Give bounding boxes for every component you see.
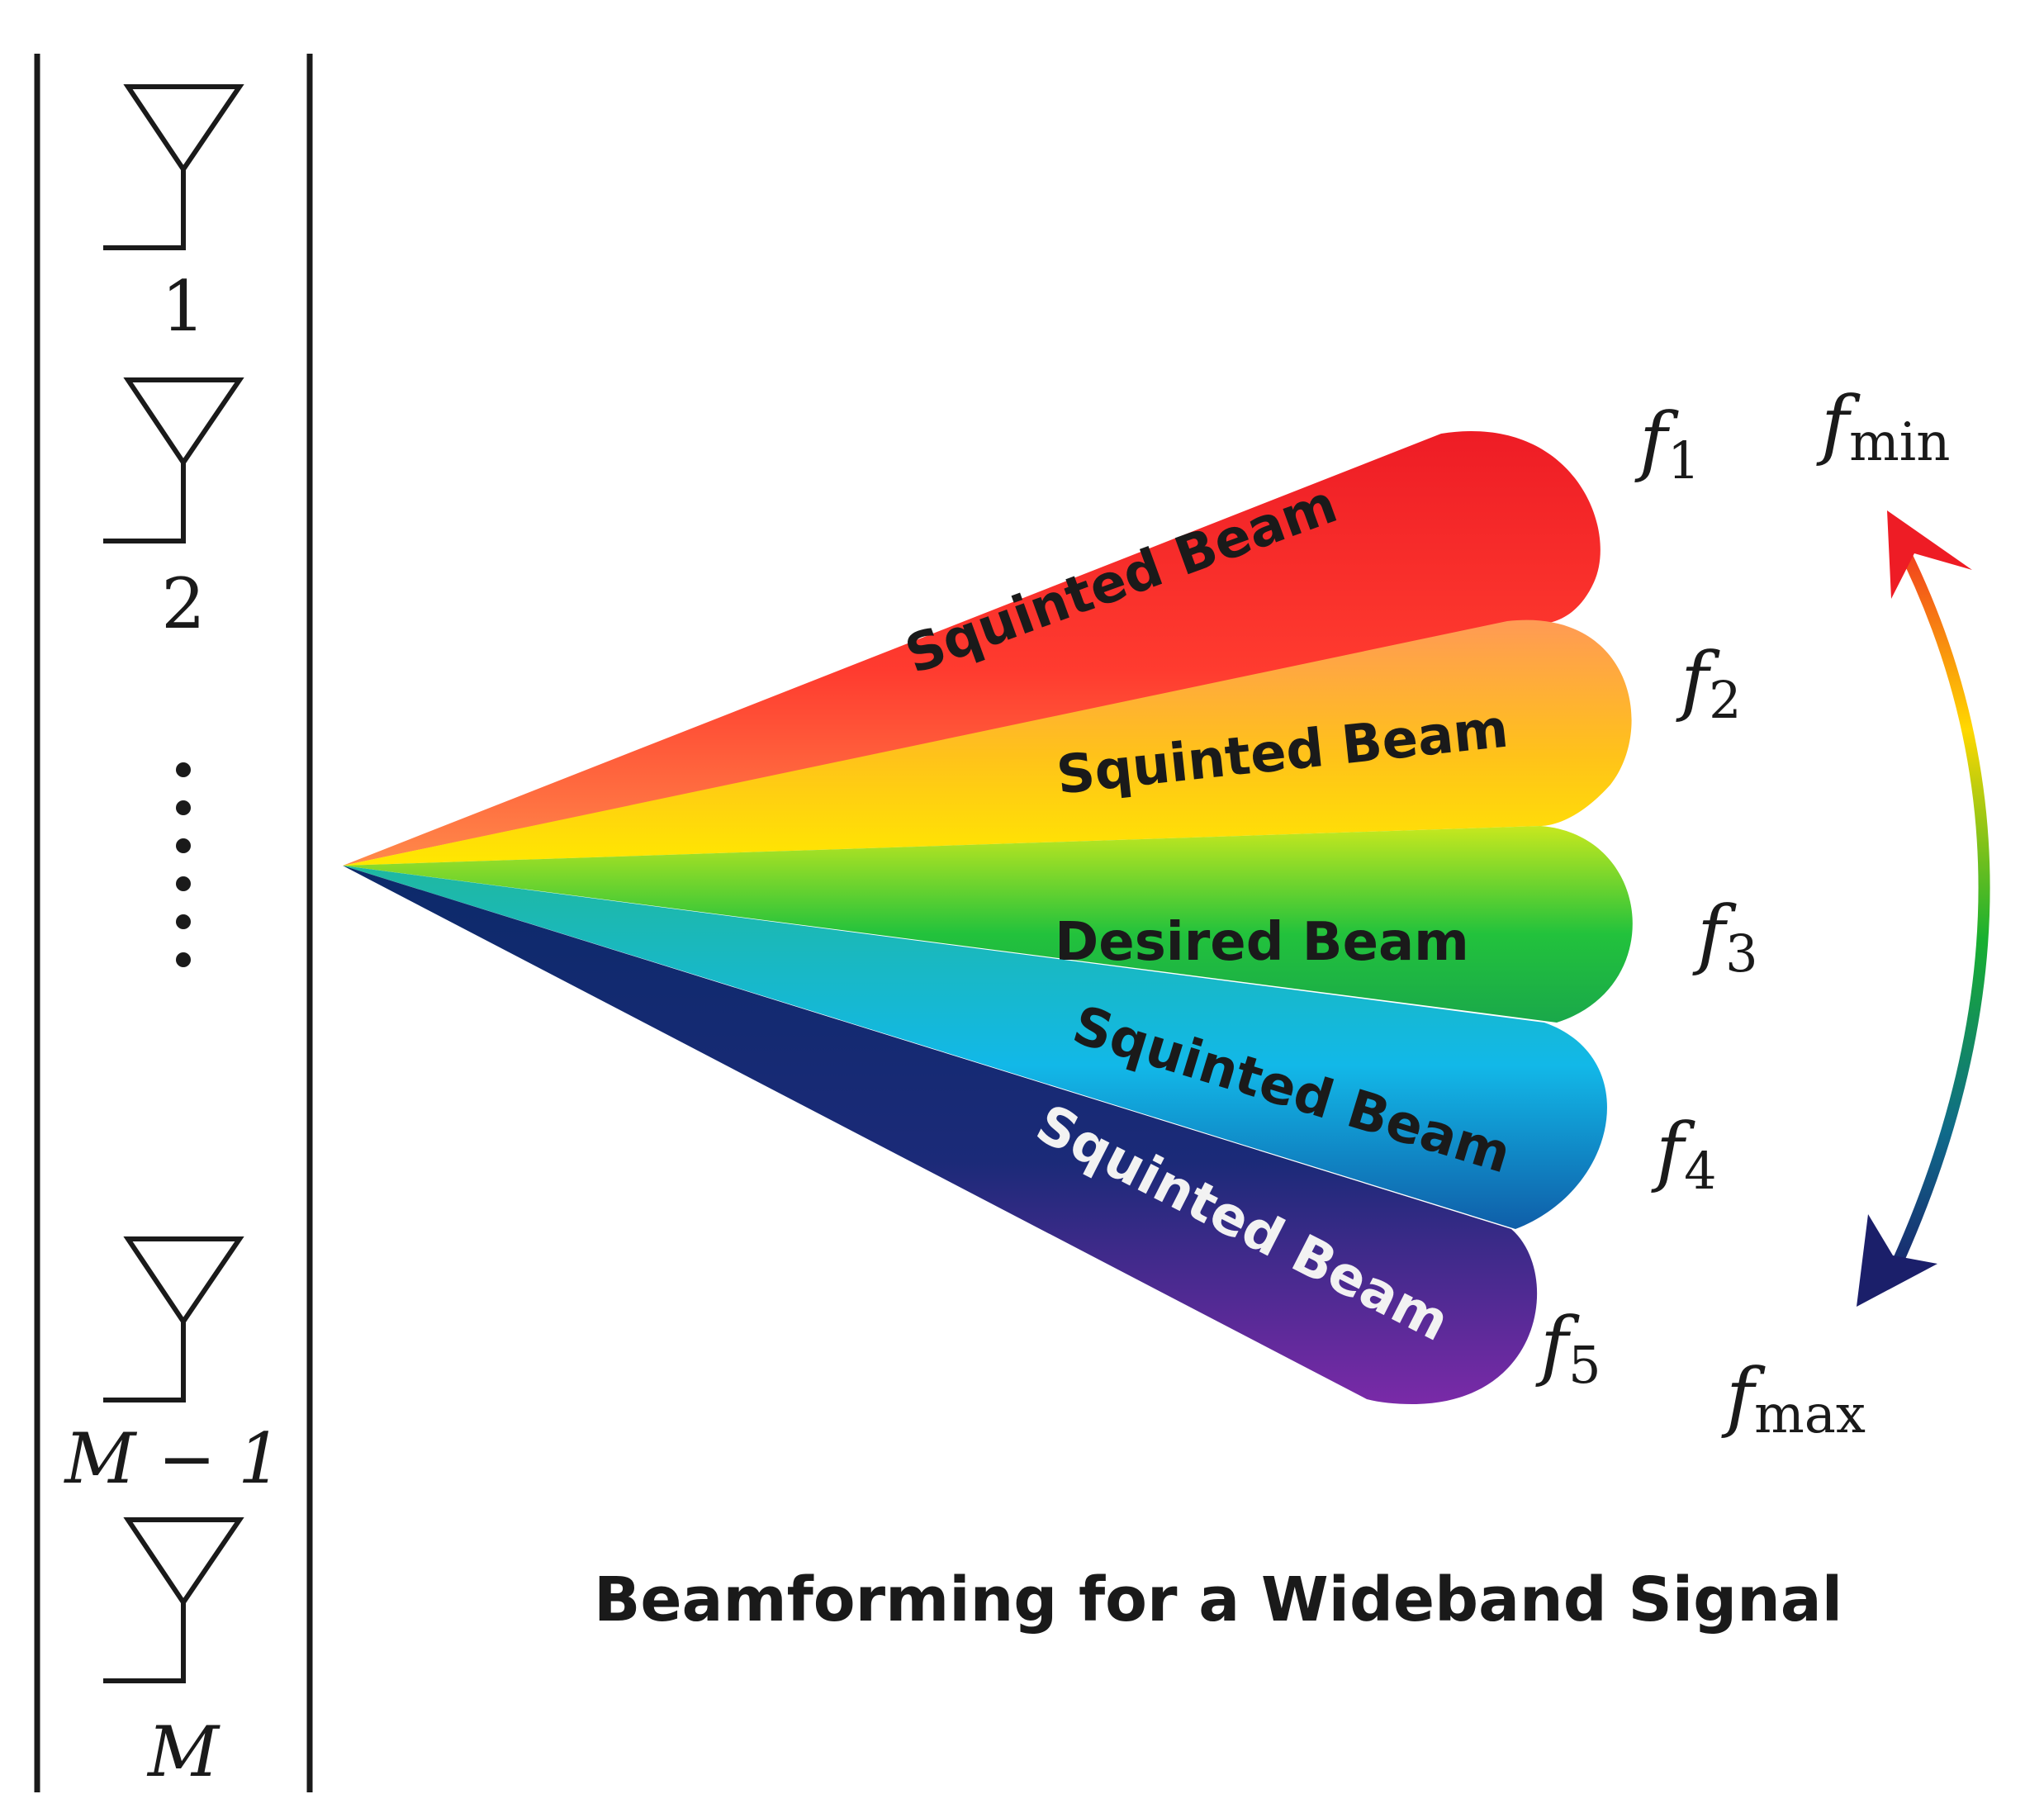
beam-lobe — [343, 866, 1607, 1229]
arrowhead-down — [1857, 1214, 1937, 1307]
antenna-3: M − 1 — [63, 1236, 282, 1499]
range-arc — [1885, 535, 1990, 1282]
antenna-icon — [123, 1236, 244, 1327]
antenna-array: 1 2 M − 1 M — [34, 54, 313, 1792]
freq-label-f2: f2 — [1676, 636, 1742, 730]
antenna-feed-line — [103, 1322, 186, 1402]
antenna-feed-line — [103, 1602, 186, 1683]
antenna-label: 2 — [161, 563, 205, 644]
ellipsis-dots — [176, 762, 191, 967]
f-min-label: fmin — [1816, 380, 1950, 473]
antenna-icon — [123, 1517, 244, 1607]
beam-3: Desired Beam — [343, 826, 1633, 1023]
antenna-2: 2 — [103, 377, 244, 644]
beam-lobe — [343, 826, 1633, 1023]
beam-lobe — [343, 431, 1601, 866]
beam-2: Squinted Beam — [343, 619, 1632, 866]
antenna-1: 1 — [103, 84, 244, 347]
antenna-icon — [123, 84, 244, 174]
f-max-label: fmax — [1721, 1352, 1866, 1445]
freq-label-f5: f5 — [1535, 1301, 1601, 1395]
beam-lobe — [343, 866, 1538, 1404]
antenna-label: M − 1 — [63, 1418, 282, 1499]
frequency-labels: f1 f2 f3 f4 f5 — [1535, 396, 1758, 1395]
freq-label-f4: f4 — [1651, 1107, 1717, 1201]
antenna-4: M — [103, 1517, 244, 1792]
antenna-label: M — [146, 1711, 221, 1792]
beam-lobe — [343, 619, 1632, 866]
beam-label: Desired Beam — [1055, 912, 1469, 973]
frequency-range-arrow: fmin fmax — [1721, 380, 1990, 1445]
antenna-icon — [123, 377, 244, 467]
diagram-title: Beamforming for a Wideband Signal — [594, 1564, 1842, 1635]
antenna-feed-line — [103, 169, 186, 250]
freq-label-f1: f1 — [1634, 396, 1700, 491]
antenna-label: 1 — [161, 266, 205, 347]
antenna-feed-line — [103, 463, 186, 543]
arrowhead-up — [1887, 510, 1972, 599]
freq-label-f3: f3 — [1692, 890, 1758, 984]
